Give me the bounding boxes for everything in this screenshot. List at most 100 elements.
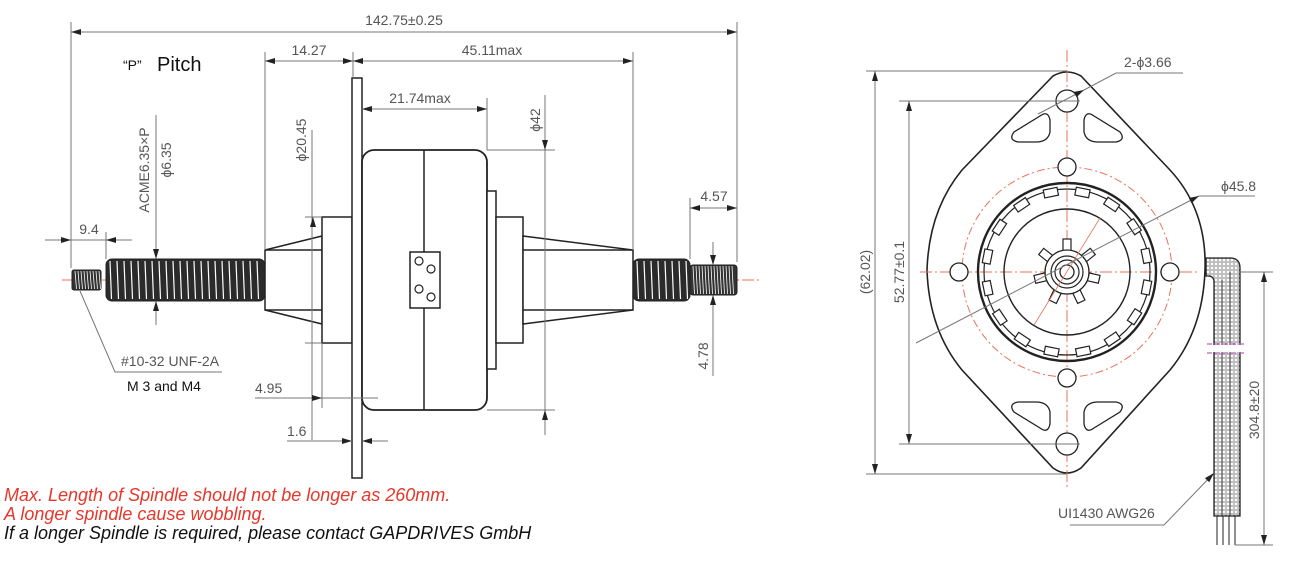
lead-wire-spec: UI1430 AWG26 <box>1058 505 1155 521</box>
thread-groove <box>151 260 155 300</box>
left-acme-thread <box>105 258 266 302</box>
thread-groove <box>636 260 640 300</box>
thread-groove <box>123 260 127 300</box>
thread-groove <box>657 260 661 300</box>
thread-groove <box>89 270 92 290</box>
thread-groove <box>144 260 148 300</box>
right-nose-cone <box>522 235 634 325</box>
mounting-flange <box>351 77 363 479</box>
thread-groove <box>165 260 169 300</box>
thread-groove <box>74 270 77 290</box>
thread-groove <box>716 265 719 295</box>
motor-tooth <box>1074 345 1092 358</box>
thread-groove <box>701 265 704 295</box>
thread-groove <box>228 260 232 300</box>
thread-groove <box>200 260 204 300</box>
thread-groove <box>116 260 120 300</box>
dim-right-tip-diameter: 4.78 <box>695 342 711 369</box>
motor-tooth <box>991 308 1008 327</box>
thread-groove <box>207 260 211 300</box>
tip-thread-alt: M 3 and M4 <box>127 378 201 394</box>
motor-tooth <box>1126 307 1143 326</box>
thread-groove <box>731 265 734 295</box>
motor-tooth <box>1103 331 1122 348</box>
thread-groove <box>713 265 716 295</box>
dim-body-diameter: ϕ42 <box>527 108 543 132</box>
motor-tooth <box>981 279 994 297</box>
thread-groove <box>221 260 225 300</box>
motor-tooth <box>1043 345 1060 358</box>
motor-tooth <box>1140 279 1153 296</box>
thread-groove <box>692 265 695 295</box>
thread-groove <box>671 260 675 300</box>
dim-flange-thickness: 1.6 <box>287 423 307 439</box>
thread-groove <box>242 260 246 300</box>
thread-groove <box>235 260 239 300</box>
thread-groove <box>214 260 218 300</box>
dim-body-length: 21.74max <box>389 90 450 106</box>
note-contact: If a longer Spindle is required, please … <box>4 523 532 543</box>
thread-groove <box>707 265 710 295</box>
motor-tooth <box>991 218 1008 237</box>
dim-lead-length: 304.8±20 <box>1246 381 1262 440</box>
motor-tooth <box>1012 196 1031 213</box>
thread-groove <box>186 260 190 300</box>
motor-tooth <box>1062 238 1072 252</box>
dim-boss-diameter: ϕ20.45 <box>293 118 309 161</box>
side-view: 142.75±0.25 14.27 45.11max 21.74max ϕ42 … <box>45 12 760 479</box>
pitch-symbol: “P” <box>123 57 142 73</box>
thread-groove <box>722 265 725 295</box>
dim-thread-diameter: ϕ6.35 <box>158 142 174 177</box>
dim-flange-left: 14.27 <box>291 42 326 58</box>
motor-tooth <box>1074 186 1091 199</box>
dim-boss-offset: 4.95 <box>255 380 282 396</box>
dim-mount-holes: 2-ϕ3.66 <box>1124 54 1172 70</box>
tip-thread-spec: #10-32 UNF-2A <box>121 353 220 369</box>
thread-groove <box>109 260 113 300</box>
thread-groove <box>725 265 728 295</box>
thread-groove <box>172 260 176 300</box>
pitch-label: Pitch <box>157 54 201 76</box>
thread-groove <box>98 270 101 290</box>
thread-groove <box>86 270 89 290</box>
thread-groove <box>95 270 98 290</box>
front-view: 2-ϕ3.66 ϕ45.8 (62.02) 52.77±0.1 304.8±20… <box>857 50 1273 546</box>
thread-groove <box>179 260 183 300</box>
note-wobbling: A longer spindle cause wobbling. <box>4 504 267 524</box>
dim-overall-length: 142.75±0.25 <box>365 12 443 28</box>
thread-groove <box>158 260 162 300</box>
thread-groove <box>193 260 197 300</box>
note-max-length: Max. Length of Spindle should not be lon… <box>4 485 451 505</box>
thread-groove <box>678 260 682 300</box>
thread-groove <box>719 265 722 295</box>
thread-groove <box>80 270 83 290</box>
thread-groove <box>698 265 701 295</box>
thread-groove <box>77 270 80 290</box>
left-nose-cone <box>264 235 323 325</box>
motor-tooth <box>981 248 994 265</box>
right-acme-thread <box>632 258 691 302</box>
thread-groove <box>92 270 95 290</box>
dim-left-tip-length: 9.4 <box>79 221 99 237</box>
thread-groove <box>83 270 86 290</box>
motor-tooth <box>1126 217 1143 236</box>
right-boss <box>495 216 524 344</box>
thread-groove <box>650 260 654 300</box>
thread-groove <box>130 260 134 300</box>
thread-groove <box>643 260 647 300</box>
thread-groove <box>685 260 689 300</box>
thread-groove <box>710 265 713 295</box>
motor-tooth <box>1102 196 1121 213</box>
lead-cable <box>1205 257 1241 517</box>
dim-thread-spec: ACME6.35×P <box>136 127 152 212</box>
thread-groove <box>256 260 260 300</box>
thread-groove <box>695 265 698 295</box>
dim-hole-spacing: 52.77±0.1 <box>891 241 907 303</box>
thread-groove <box>664 260 668 300</box>
thread-groove <box>249 260 253 300</box>
dim-overall-height: (62.02) <box>857 250 873 294</box>
dim-pilot-circle: ϕ45.8 <box>1221 178 1256 194</box>
thread-groove <box>137 260 141 300</box>
left-boss <box>321 216 353 344</box>
